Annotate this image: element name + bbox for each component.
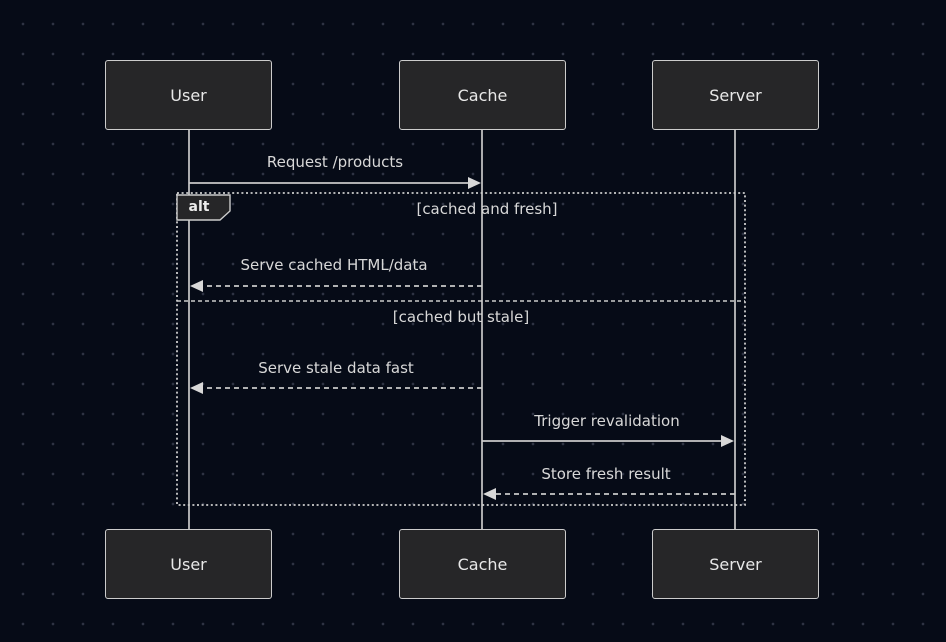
actor-box-user-top: User xyxy=(105,60,272,130)
alt-frame xyxy=(176,192,746,506)
alt-label-shape xyxy=(176,194,231,221)
message-label-serve-cached: Serve cached HTML/data xyxy=(240,256,428,274)
alt-label: alt xyxy=(188,199,210,215)
arrowhead-trigger-revalidation xyxy=(721,435,734,447)
actor-label-server-top: Server xyxy=(709,85,762,105)
message-label-store-fresh: Store fresh result xyxy=(541,465,671,483)
actor-box-cache-bottom: Cache xyxy=(399,529,566,599)
actor-label-cache-top: Cache xyxy=(457,85,508,105)
actor-label-user-top: User xyxy=(170,85,207,105)
actor-box-server-top: Server xyxy=(652,60,819,130)
actor-box-server-bottom: Server xyxy=(652,529,819,599)
actor-box-cache-top: Cache xyxy=(399,60,566,130)
arrowhead-serve-stale xyxy=(190,382,203,394)
message-label-serve-stale: Serve stale data fast xyxy=(258,359,414,377)
actor-box-user-bottom: User xyxy=(105,529,272,599)
arrowhead-serve-cached xyxy=(190,280,203,292)
arrowhead-request-products xyxy=(468,177,481,189)
actor-label-server-bottom: Server xyxy=(709,554,762,574)
guard-cached-and-fresh: [cached and fresh] xyxy=(416,200,558,218)
actor-label-cache-bottom: Cache xyxy=(457,554,508,574)
guard-cached-but-stale: [cached but stale] xyxy=(392,308,530,326)
arrowhead-store-fresh xyxy=(483,488,496,500)
message-label-request-products: Request /products xyxy=(266,153,404,171)
message-label-trigger-revalidation: Trigger revalidation xyxy=(534,412,680,430)
actor-label-user-bottom: User xyxy=(170,554,207,574)
